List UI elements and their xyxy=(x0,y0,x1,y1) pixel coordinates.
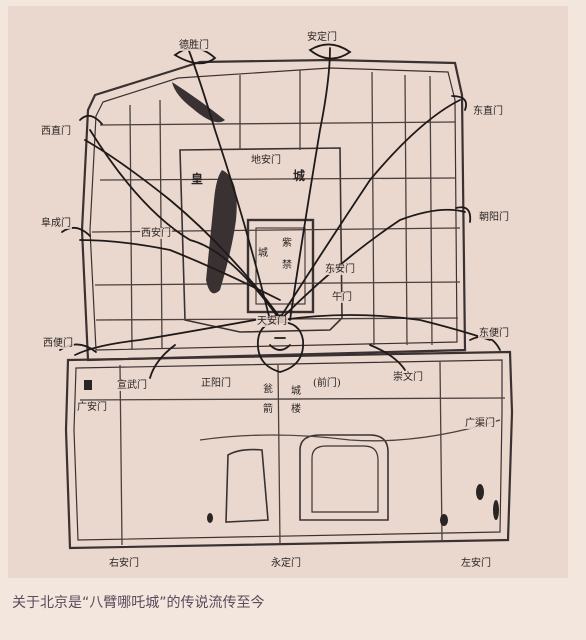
inner-city-wall xyxy=(80,58,467,362)
label-tian-anmen: 天安门 xyxy=(256,316,288,327)
temple-of-agriculture xyxy=(225,448,269,523)
nezha-leg xyxy=(289,47,331,321)
gate-label-dongbianmen: 东便门 xyxy=(478,328,510,339)
label-di-anmen: 地安门 xyxy=(250,155,282,166)
nezha-arm xyxy=(89,129,281,321)
nezha-arm xyxy=(79,239,281,301)
pond xyxy=(207,513,213,523)
gate-label-deshengmen: 德胜门 xyxy=(178,40,210,51)
gate-label-guanganmen: 广安门 xyxy=(76,402,108,413)
inner-city-wall-inner xyxy=(89,67,458,351)
temple-of-heaven xyxy=(299,434,389,521)
label-wumen: 午门 xyxy=(331,292,353,303)
figure-caption: 关于北京是“八臂哪吒城”的传说流传至今 xyxy=(12,595,265,611)
label-dong-anmen: 东安门 xyxy=(324,264,356,275)
gate-label-zhengyangmen: 正阳门 xyxy=(200,378,232,389)
nezha-arm xyxy=(279,99,461,319)
gate-label-yongdingmen: 永定门 xyxy=(270,558,302,569)
gate-label-dongzhimen: 东直门 xyxy=(472,106,504,117)
gate-label-xibianmen: 西便门 xyxy=(42,338,74,349)
map-plate xyxy=(8,6,568,578)
gate-label-fuchengmen: 阜成门 xyxy=(40,218,72,229)
shichahai-lake xyxy=(172,82,225,123)
gate-label-xuanwumen: 宣武门 xyxy=(116,380,148,391)
label-forbidden-jin: 禁 xyxy=(281,260,293,271)
gate-label-youanmen: 右安门 xyxy=(108,558,140,569)
nezha-leg xyxy=(187,47,271,321)
gate-label-guangqumen: 广渠门 xyxy=(464,418,496,429)
label-imperial-cheng: 城 xyxy=(293,169,306,183)
label-forbidden-zi: 紫 xyxy=(281,238,293,249)
pond xyxy=(476,484,484,500)
nezha-arm xyxy=(74,314,283,356)
outer-city-wall xyxy=(64,350,514,550)
label-imperial-huang: 皇 xyxy=(191,172,204,186)
label-xi-anmen: 西安门 xyxy=(140,228,172,239)
pond xyxy=(440,514,448,526)
outer-city-wall-inner xyxy=(73,359,503,541)
gate-label-andingmen: 安定门 xyxy=(306,32,338,43)
gate-label-qianmen: (前门) xyxy=(312,378,342,389)
label-lou: 楼 xyxy=(290,404,302,415)
nezha-arm xyxy=(84,139,283,321)
gate-label-xizhimen: 西直门 xyxy=(40,126,72,137)
label-weng: 瓮 xyxy=(262,384,274,395)
nezha-arm xyxy=(281,208,466,319)
nezha-arm xyxy=(281,314,491,341)
beihai-lake xyxy=(206,170,237,294)
gate-label-chongwenmen: 崇文门 xyxy=(392,372,424,383)
label-forbidden-cheng: 城 xyxy=(257,248,269,259)
guanganmen-marker xyxy=(84,380,92,390)
label-jian: 箭 xyxy=(262,404,274,415)
gate-label-zuoanmen: 左安门 xyxy=(460,558,492,569)
label-wengcheng-cheng: 城 xyxy=(290,386,302,397)
gate-label-chaoyangmen: 朝阳门 xyxy=(478,212,510,223)
pond xyxy=(493,500,499,520)
